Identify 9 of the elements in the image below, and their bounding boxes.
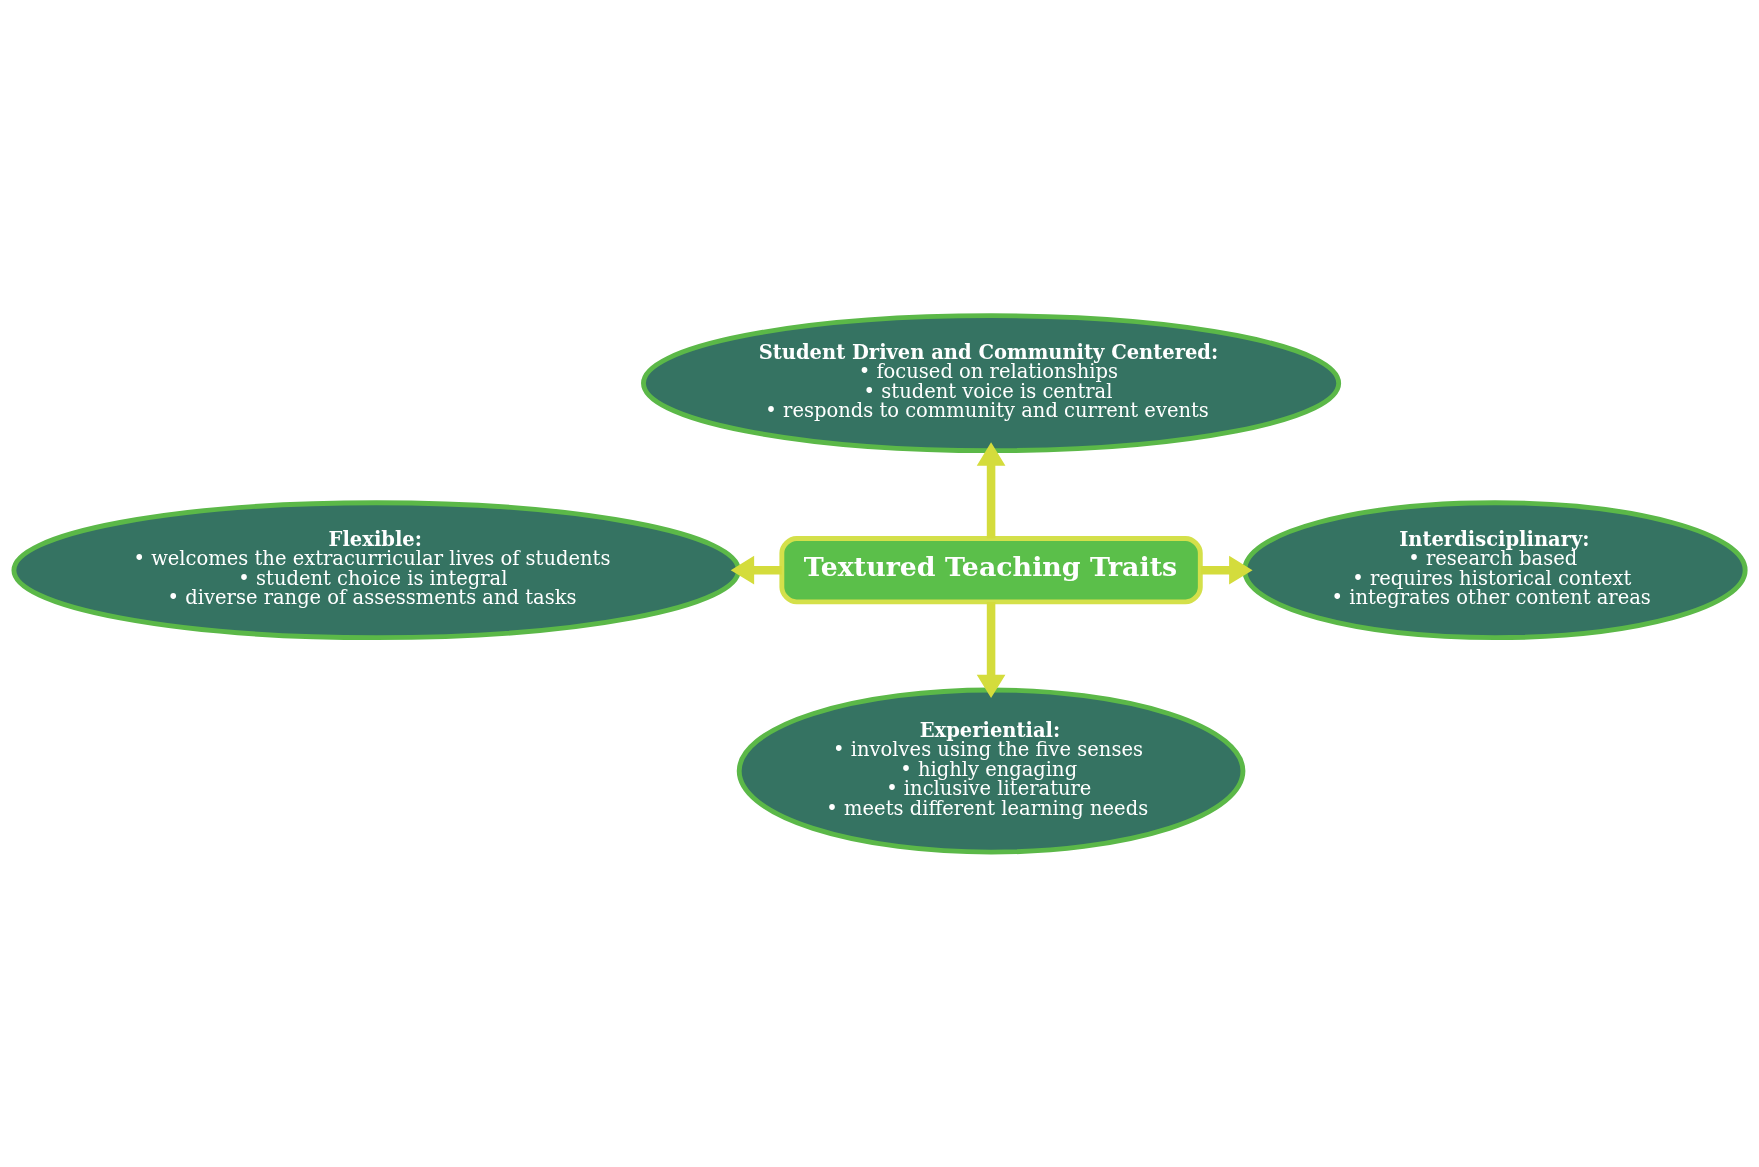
arrow bbox=[976, 441, 1006, 538]
node-ellipse: Experiential: • involves using the five senses • highly engaging • inclusive literature • meets different learning needs bbox=[736, 687, 1246, 855]
node-ellipse: Flexible: • welcomes the extracurricular lives of students • student choice is integral • diverse range of assessments and tasks bbox=[11, 499, 741, 640]
arrow bbox=[1200, 555, 1253, 585]
node-ellipse: Interdisciplinary: • research based • requires historical context • integrates other content areas bbox=[1242, 499, 1748, 640]
node-ellipse: Student Driven and Community Centered: • focused on relationships • student voice is central • responds to community and current events bbox=[641, 312, 1342, 453]
arrow bbox=[730, 555, 782, 585]
node-box: Textured Teaching Traits bbox=[779, 535, 1203, 604]
arrow bbox=[976, 601, 1006, 698]
